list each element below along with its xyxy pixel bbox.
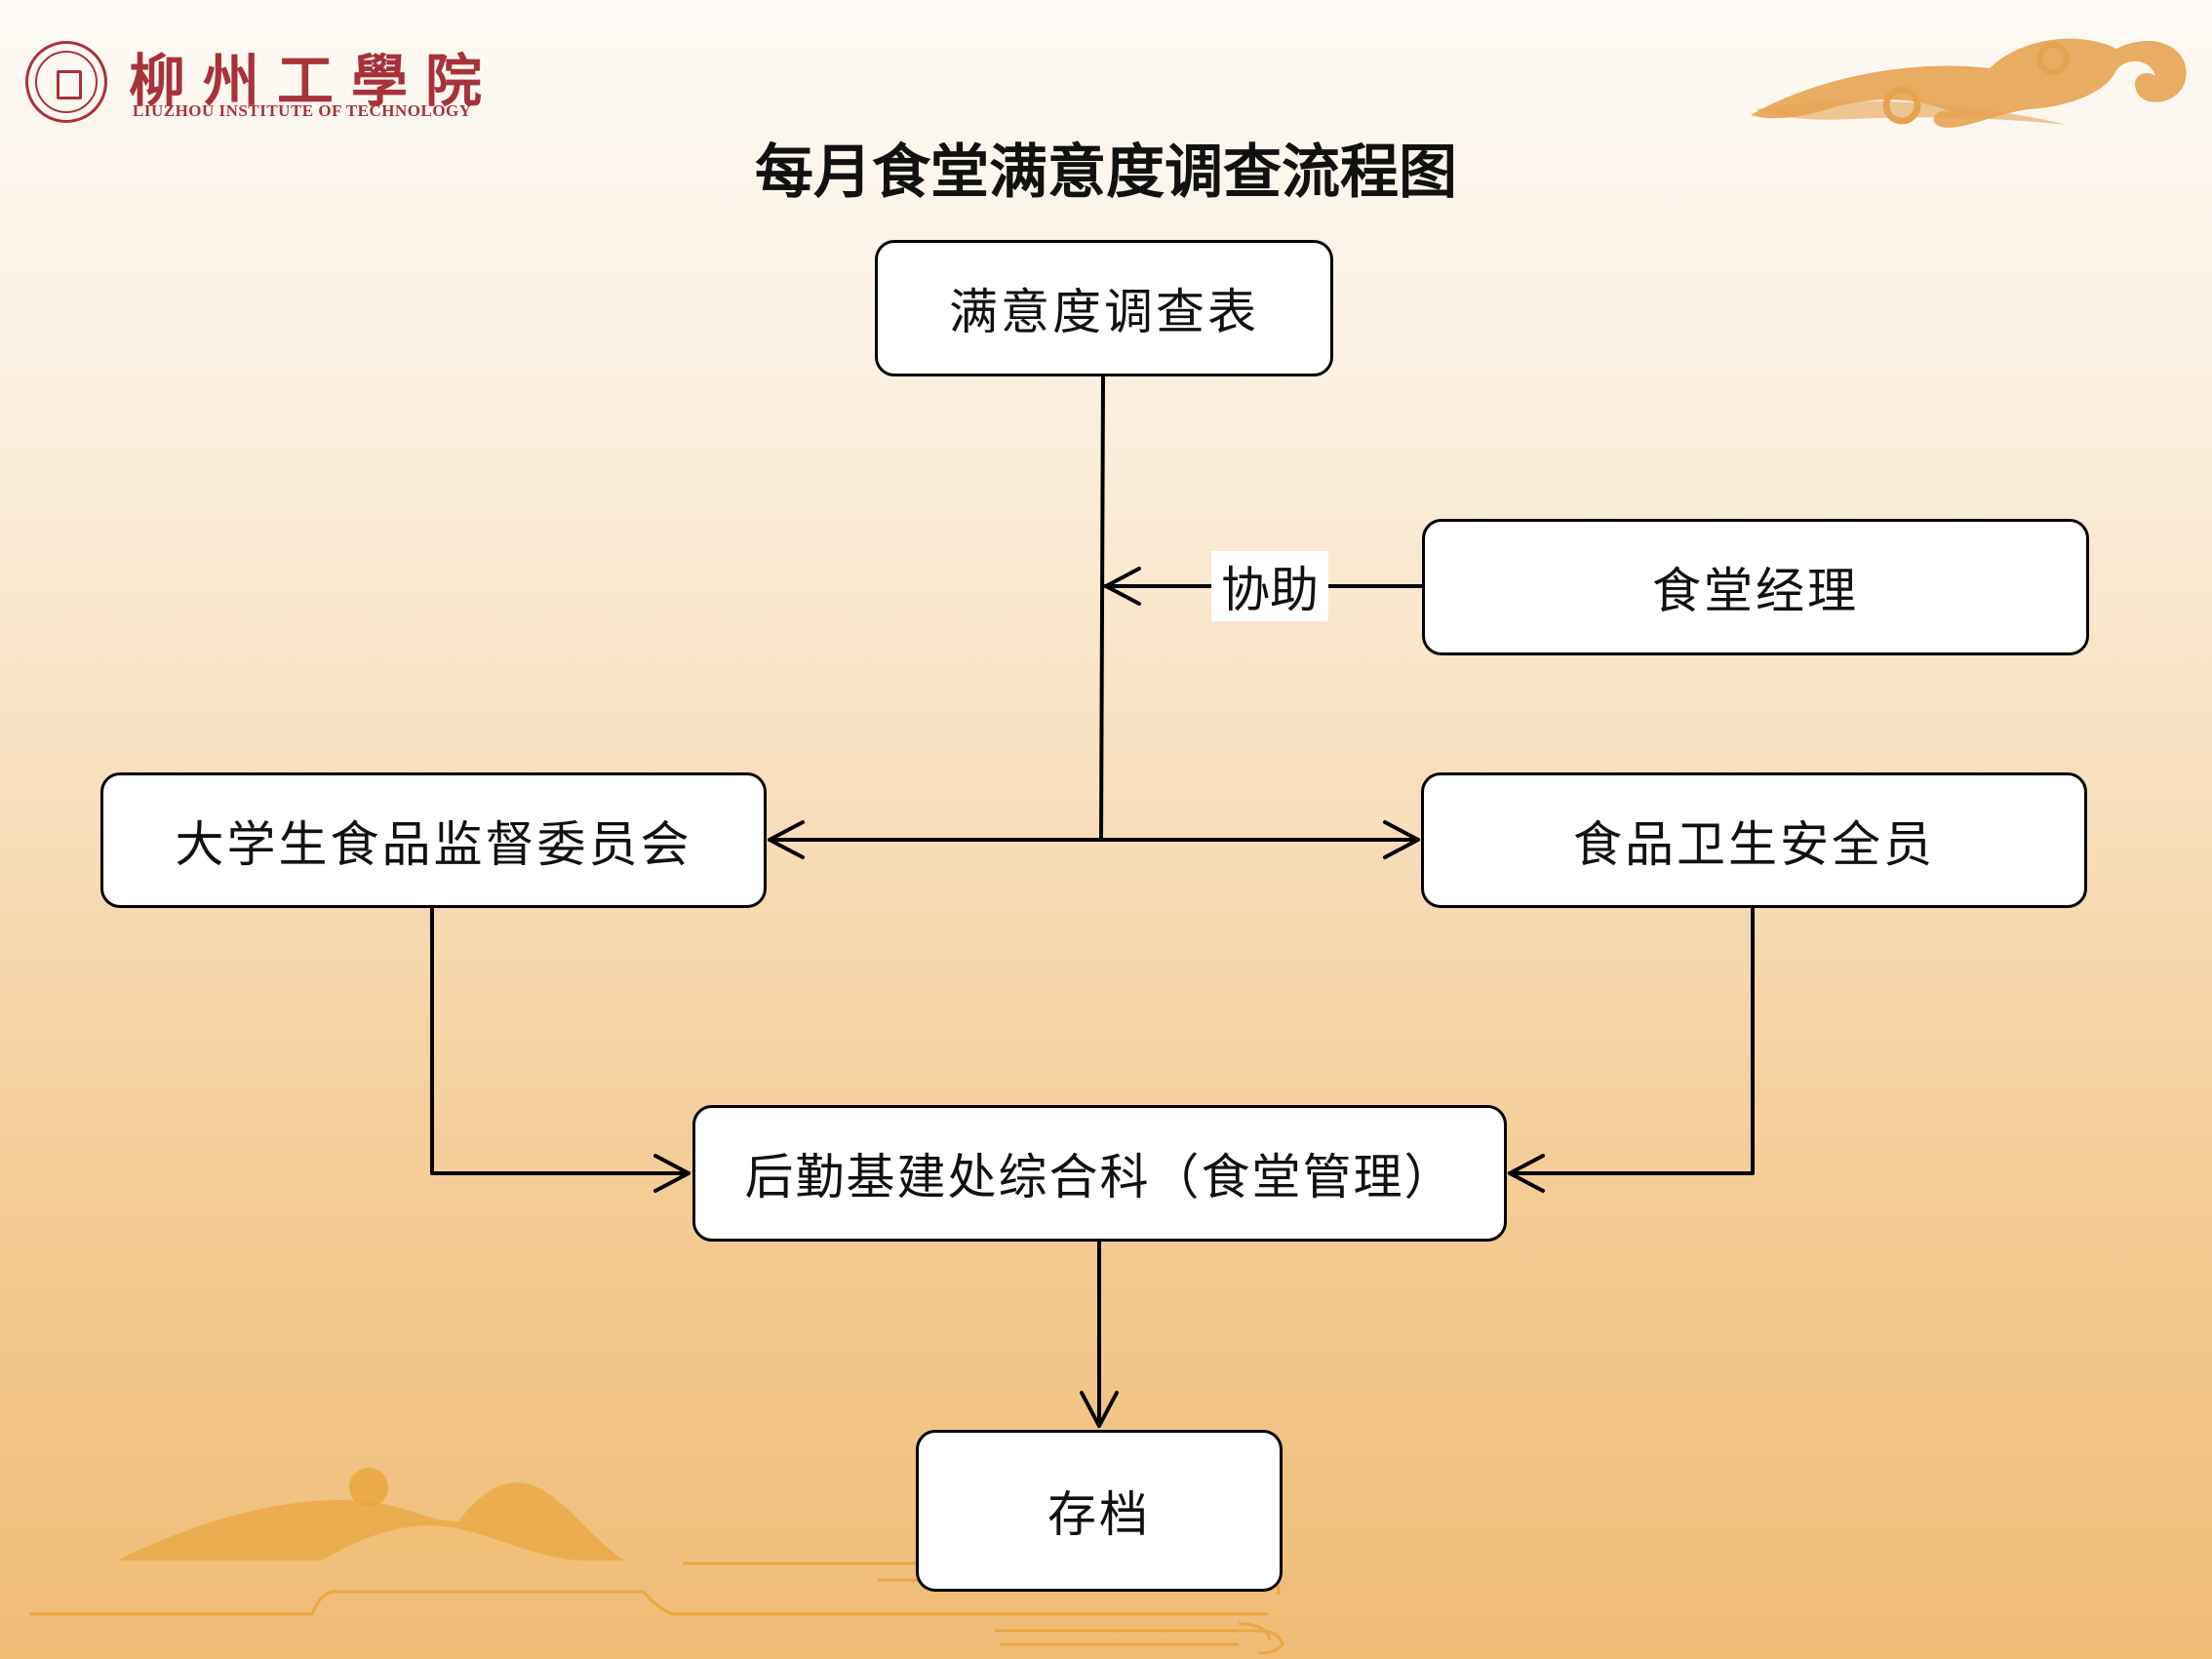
school-name-en: LIUZHOU INSTITUTE OF TECHNOLOGY bbox=[133, 101, 472, 120]
arrowhead-assist bbox=[1104, 567, 1141, 606]
node-manager: 食堂经理 bbox=[1422, 519, 2089, 655]
seal-core bbox=[57, 70, 82, 99]
school-seal-icon bbox=[25, 41, 107, 123]
node-survey: 满意度调查表 bbox=[875, 240, 1333, 376]
arrowhead-committee bbox=[768, 820, 805, 859]
school-name-cn: 柳州工學院 bbox=[129, 48, 500, 114]
arrowhead-safety bbox=[1383, 820, 1420, 859]
diagram-title: 每月食堂满意度调查流程图 bbox=[755, 138, 1457, 207]
arrowhead-logistics-right bbox=[1508, 1154, 1545, 1193]
node-committee: 大学生食品监督委员会 bbox=[100, 772, 767, 908]
node-safety: 食品卫生安全员 bbox=[1421, 772, 2087, 908]
node-archive: 存档 bbox=[916, 1430, 1283, 1592]
node-logistics: 后勤基建处综合科（食堂管理） bbox=[692, 1105, 1507, 1242]
edge-safety-to-logistics bbox=[1508, 905, 1755, 1175]
edge-committee-to-logistics bbox=[430, 905, 691, 1175]
edge-survey-trunk bbox=[1099, 374, 1105, 842]
arrowhead-logistics-left bbox=[653, 1154, 691, 1193]
edge-label-assist: 协助 bbox=[1211, 551, 1328, 621]
cloud-ornament-icon bbox=[1751, 38, 2187, 128]
arrowhead-archive bbox=[1080, 1391, 1119, 1428]
